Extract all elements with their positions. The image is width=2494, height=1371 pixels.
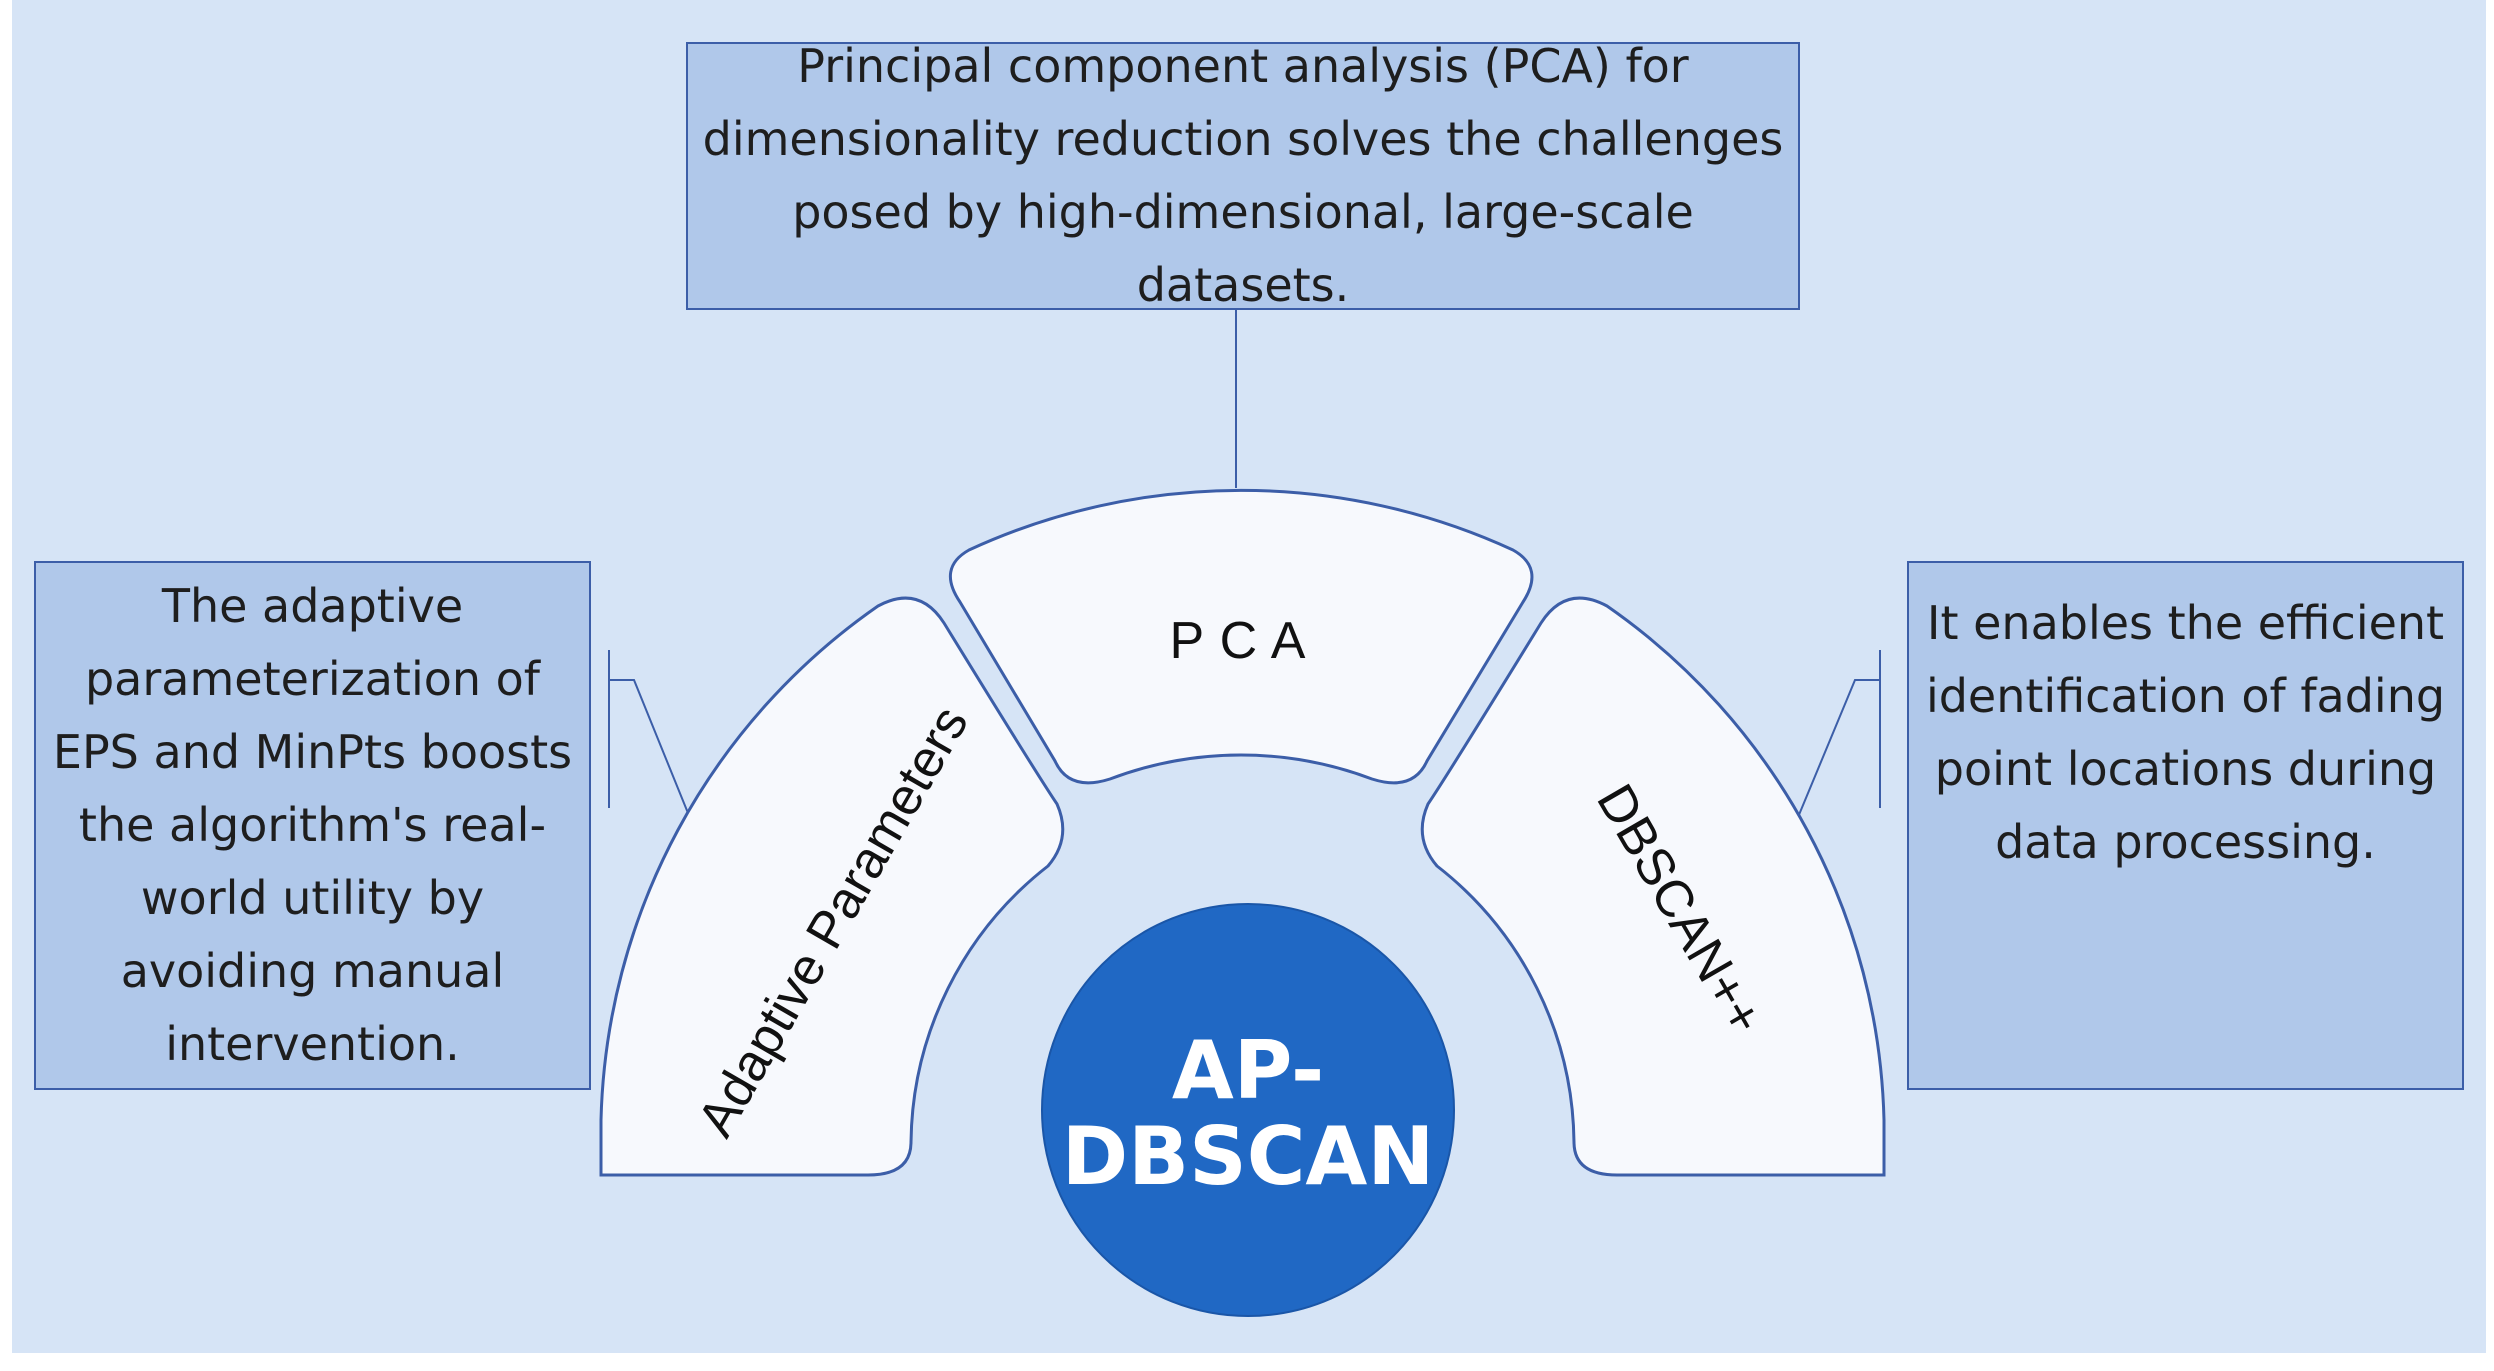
pca-segment — [948, 488, 1534, 785]
hub-label-line1: AP- — [1172, 1024, 1324, 1117]
dbscanpp-segment — [1420, 596, 1886, 1177]
adaptive-parameters-description-box: The adaptive parameterization of EPS and… — [34, 561, 591, 1090]
adaptive-parameters-description-text: The adaptive parameterization of EPS and… — [52, 579, 573, 1071]
dbscanpp-description-text: It enables the efficient identification … — [1925, 596, 2446, 869]
hub-label-line2: DBSCAN — [1062, 1110, 1435, 1203]
pca-description-text: Principal component analysis (PCA) for d… — [702, 39, 1784, 312]
adaptive-parameters-segment — [599, 596, 1065, 1177]
dbscanpp-description-box: It enables the efficient identification … — [1907, 561, 2464, 1090]
pca-label: P C A — [1169, 612, 1306, 670]
ap-dbscan-hub — [1041, 903, 1455, 1317]
adaptive-parameters-connector — [608, 650, 691, 819]
pca-description-box: Principal component analysis (PCA) for d… — [686, 39, 1800, 312]
dbscanpp-connector — [1795, 650, 1881, 823]
